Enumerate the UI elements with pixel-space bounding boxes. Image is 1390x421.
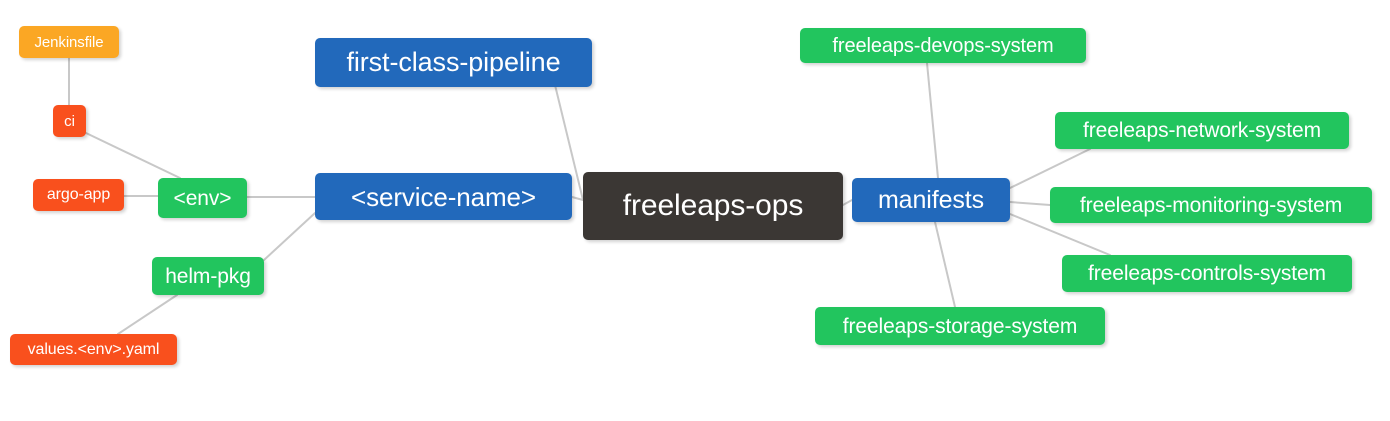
mindmap-node-label: freeleaps-storage-system	[842, 314, 1078, 338]
mindmap-node-label: helm-pkg	[165, 264, 251, 288]
mindmap-node-service-name[interactable]: <service-name>	[315, 173, 572, 220]
mindmap-node-label: <env>	[173, 186, 232, 210]
mindmap-node-label: freeleaps-monitoring-system	[1079, 193, 1343, 217]
mindmap-node-freeleaps-controls-system[interactable]: freeleaps-controls-system	[1062, 255, 1352, 292]
mindmap-node-label: <service-name>	[350, 181, 537, 212]
mindmap-node-label: values.<env>.yaml	[27, 340, 160, 358]
mindmap-edge	[1009, 148, 1091, 189]
mindmap-node-freeleaps-devops-system[interactable]: freeleaps-devops-system	[800, 28, 1086, 63]
mindmap-edge	[1009, 201, 1051, 206]
mindmap-node-env[interactable]: <env>	[158, 178, 247, 218]
mindmap-node-label: manifests	[877, 185, 985, 214]
mindmap-edge	[263, 212, 316, 261]
mindmap-edge	[926, 62, 939, 179]
mindmap-node-freeleaps-ops[interactable]: freeleaps-ops	[583, 172, 843, 240]
mindmap-edge	[85, 132, 181, 179]
mindmap-node-values-env-yaml[interactable]: values.<env>.yaml	[10, 334, 177, 365]
mindmap-node-jenkinsfile[interactable]: Jenkinsfile	[19, 26, 119, 58]
mindmap-node-freeleaps-storage-system[interactable]: freeleaps-storage-system	[815, 307, 1105, 345]
mindmap-node-label: freeleaps-network-system	[1082, 119, 1321, 142]
mindmap-node-label: ci	[64, 112, 75, 130]
mindmap-node-label: Jenkinsfile	[34, 33, 104, 51]
mindmap-node-argo-app[interactable]: argo-app	[33, 179, 124, 211]
mindmap-node-label: first-class-pipeline	[346, 47, 561, 77]
mindmap-node-label: argo-app	[46, 186, 111, 203]
mindmap-edge	[934, 221, 956, 308]
mindmap-node-label: freeleaps-ops	[622, 189, 804, 222]
mindmap-edge	[571, 196, 584, 201]
mindmap-node-freeleaps-network-system[interactable]: freeleaps-network-system	[1055, 112, 1349, 149]
mindmap-node-label: freeleaps-devops-system	[832, 34, 1054, 57]
mindmap-node-helm-pkg[interactable]: helm-pkg	[152, 257, 264, 295]
mindmap-node-freeleaps-monitoring-system[interactable]: freeleaps-monitoring-system	[1050, 187, 1372, 223]
mindmap-edge	[842, 199, 853, 206]
mindmap-node-ci[interactable]: ci	[53, 105, 86, 137]
mindmap-node-manifests[interactable]: manifests	[852, 178, 1010, 222]
mindmap-edge	[117, 294, 178, 335]
mindmap-node-label: freeleaps-controls-system	[1088, 262, 1326, 285]
mindmap-node-first-class-pipeline[interactable]: first-class-pipeline	[315, 38, 592, 87]
